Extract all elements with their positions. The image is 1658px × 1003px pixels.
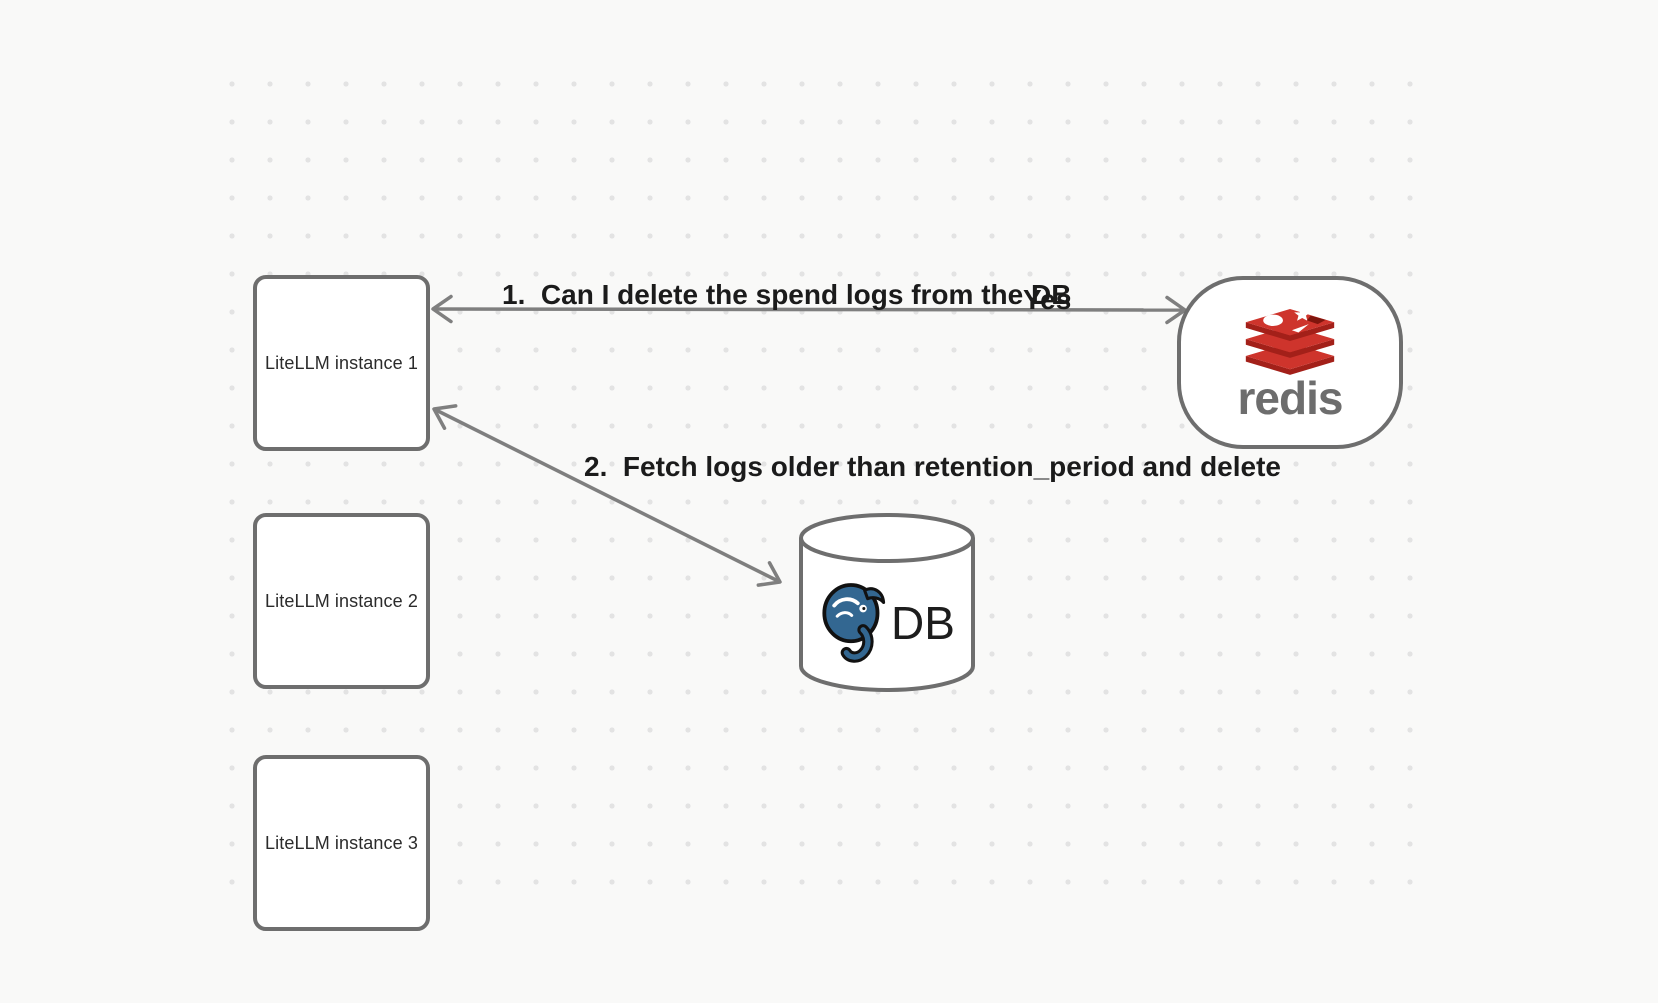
postgresql-elephant-icon: [822, 583, 886, 663]
litellm-instance-3-node[interactable]: LiteLLM instance 3: [253, 755, 430, 931]
redis-logo: [1245, 306, 1335, 375]
redis-wordmark: redis: [1237, 371, 1344, 424]
litellm-instance-3-label: LiteLLM instance 3: [265, 832, 418, 853]
arrow-1-response-label: Yes: [1023, 284, 1072, 315]
db-label: DB: [891, 597, 955, 649]
litellm-instance-1-label: LiteLLM instance 1: [265, 352, 418, 373]
litellm-instance-2-label: LiteLLM instance 2: [265, 590, 418, 611]
db-cylinder-node[interactable]: DB: [797, 512, 977, 694]
arrow-2-label: 2. Fetch logs older than retention_perio…: [584, 451, 1281, 482]
litellm-instance-2-node[interactable]: LiteLLM instance 2: [253, 513, 430, 689]
redis-node[interactable]: redis: [1177, 276, 1403, 449]
litellm-instance-1-node[interactable]: LiteLLM instance 1: [253, 275, 430, 451]
arrow-1-label: 1. Can I delete the spend logs from the …: [502, 279, 1072, 310]
